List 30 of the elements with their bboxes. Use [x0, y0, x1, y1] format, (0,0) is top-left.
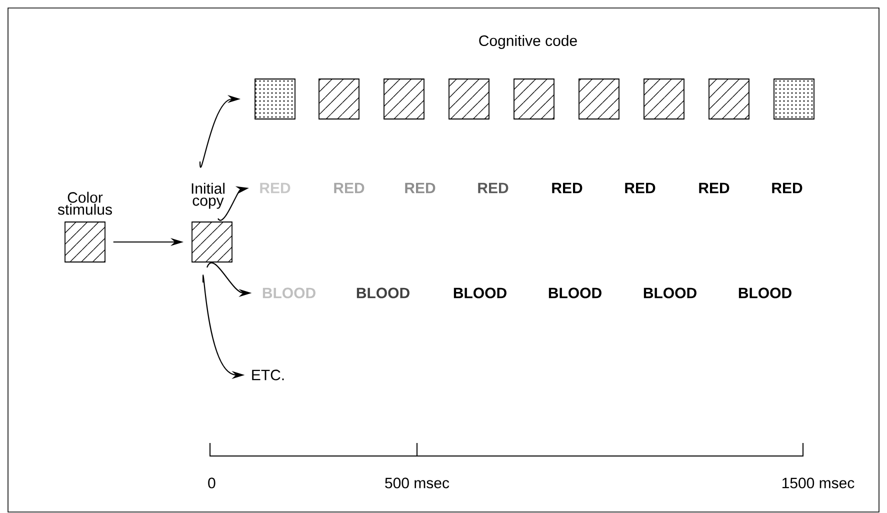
word: BLOOD — [356, 288, 410, 298]
word: BLOOD — [738, 288, 792, 298]
word: RED — [552, 182, 582, 194]
hatched-square — [448, 78, 490, 120]
node-heading: Color stimulus — [58, 192, 112, 215]
word: RED — [625, 182, 656, 194]
dotted-square — [774, 78, 814, 120]
hatched-square — [384, 78, 424, 120]
word: RED — [699, 182, 730, 194]
heading: Cognitive code — [479, 35, 577, 49]
word: RED — [772, 182, 802, 194]
word: BLOOD — [548, 288, 602, 298]
word: RED — [334, 182, 364, 194]
dotted-square — [254, 78, 296, 120]
word: BLOOD — [454, 288, 506, 298]
word: RED — [405, 182, 436, 194]
tick-label: 0 — [208, 478, 216, 488]
hatched-square — [578, 78, 620, 120]
node-heading: Initial copy — [192, 182, 224, 209]
word: RED — [260, 182, 290, 194]
word: RED — [478, 182, 508, 194]
word: BLOOD — [644, 288, 696, 298]
hatched-square — [644, 78, 684, 120]
word: ETC. — [252, 370, 284, 380]
hatched-square — [514, 78, 554, 120]
tick-label: 1500 msec — [782, 478, 854, 488]
tick-label: 500 msec — [385, 478, 450, 488]
word: BLOOD — [262, 288, 316, 298]
hatched-square — [318, 78, 360, 120]
hatched-square — [708, 78, 750, 120]
